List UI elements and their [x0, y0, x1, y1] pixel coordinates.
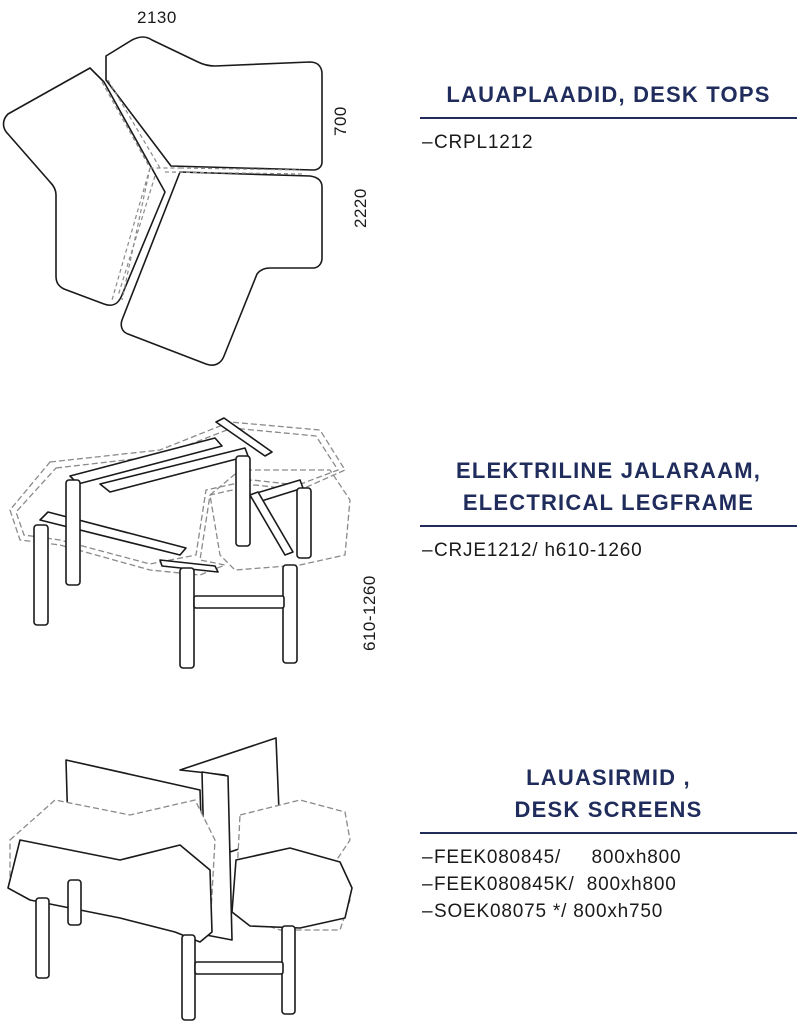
desk-screens-drawing — [7, 737, 353, 1021]
section-desk-tops: LAUAPLAADID, DESK TOPS –CRPL1212 — [420, 78, 797, 156]
desk-top-left — [2, 67, 166, 307]
list-item: –FEEK080845K/ 800xh800 — [422, 874, 677, 895]
dimension-total: 2220 — [351, 188, 370, 228]
item-list: –CRPL1212 — [420, 129, 797, 156]
dimension-width: 2130 — [137, 8, 177, 27]
item-list: –CRJE1212/ h610-1260 — [420, 537, 797, 564]
technical-drawings — [2, 36, 353, 1021]
heading-line-2: ELECTRICAL LEGFRAME — [462, 490, 755, 515]
section-desk-screens: LAUASIRMID , DESK SCREENS –FEEK080845/ 8… — [420, 762, 797, 925]
desk-tops-top-view — [2, 36, 323, 366]
dimension-height-range: 610-1260 — [360, 575, 379, 651]
item-list: –FEEK080845/ 800xh800 –FEEK080845K/ 800x… — [420, 844, 797, 925]
heading-line-1: LAUASIRMID , — [526, 765, 691, 790]
list-item: –SOEK08075 */ 800xh750 — [422, 901, 664, 922]
section-heading: LAUASIRMID , DESK SCREENS — [420, 762, 797, 834]
list-item: –FEEK080845/ 800xh800 — [422, 847, 682, 868]
top-view-center-frame — [101, 79, 306, 301]
screens-legs — [35, 879, 296, 1021]
section-heading: LAUAPLAADID, DESK TOPS — [420, 78, 797, 119]
legframe-drawing — [9, 417, 351, 669]
list-item: –CRJE1212/ h610-1260 — [422, 540, 643, 561]
legframe-legs — [33, 455, 312, 669]
desk-top-upper — [105, 36, 323, 171]
legframe-desk-outline — [9, 421, 351, 576]
heading-line-1: ELEKTRILINE JALARAAM, — [455, 458, 762, 483]
desk-top-lower — [120, 171, 323, 366]
dimension-depth: 700 — [331, 106, 350, 136]
section-heading: ELEKTRILINE JALARAAM, ELECTRICAL LEGFRAM… — [420, 455, 797, 527]
heading-line-2: DESK SCREENS — [514, 797, 703, 822]
section-electrical-legframe: ELEKTRILINE JALARAAM, ELECTRICAL LEGFRAM… — [420, 455, 797, 564]
list-item: –CRPL1212 — [422, 132, 534, 153]
screens-desk-tops — [7, 839, 353, 943]
